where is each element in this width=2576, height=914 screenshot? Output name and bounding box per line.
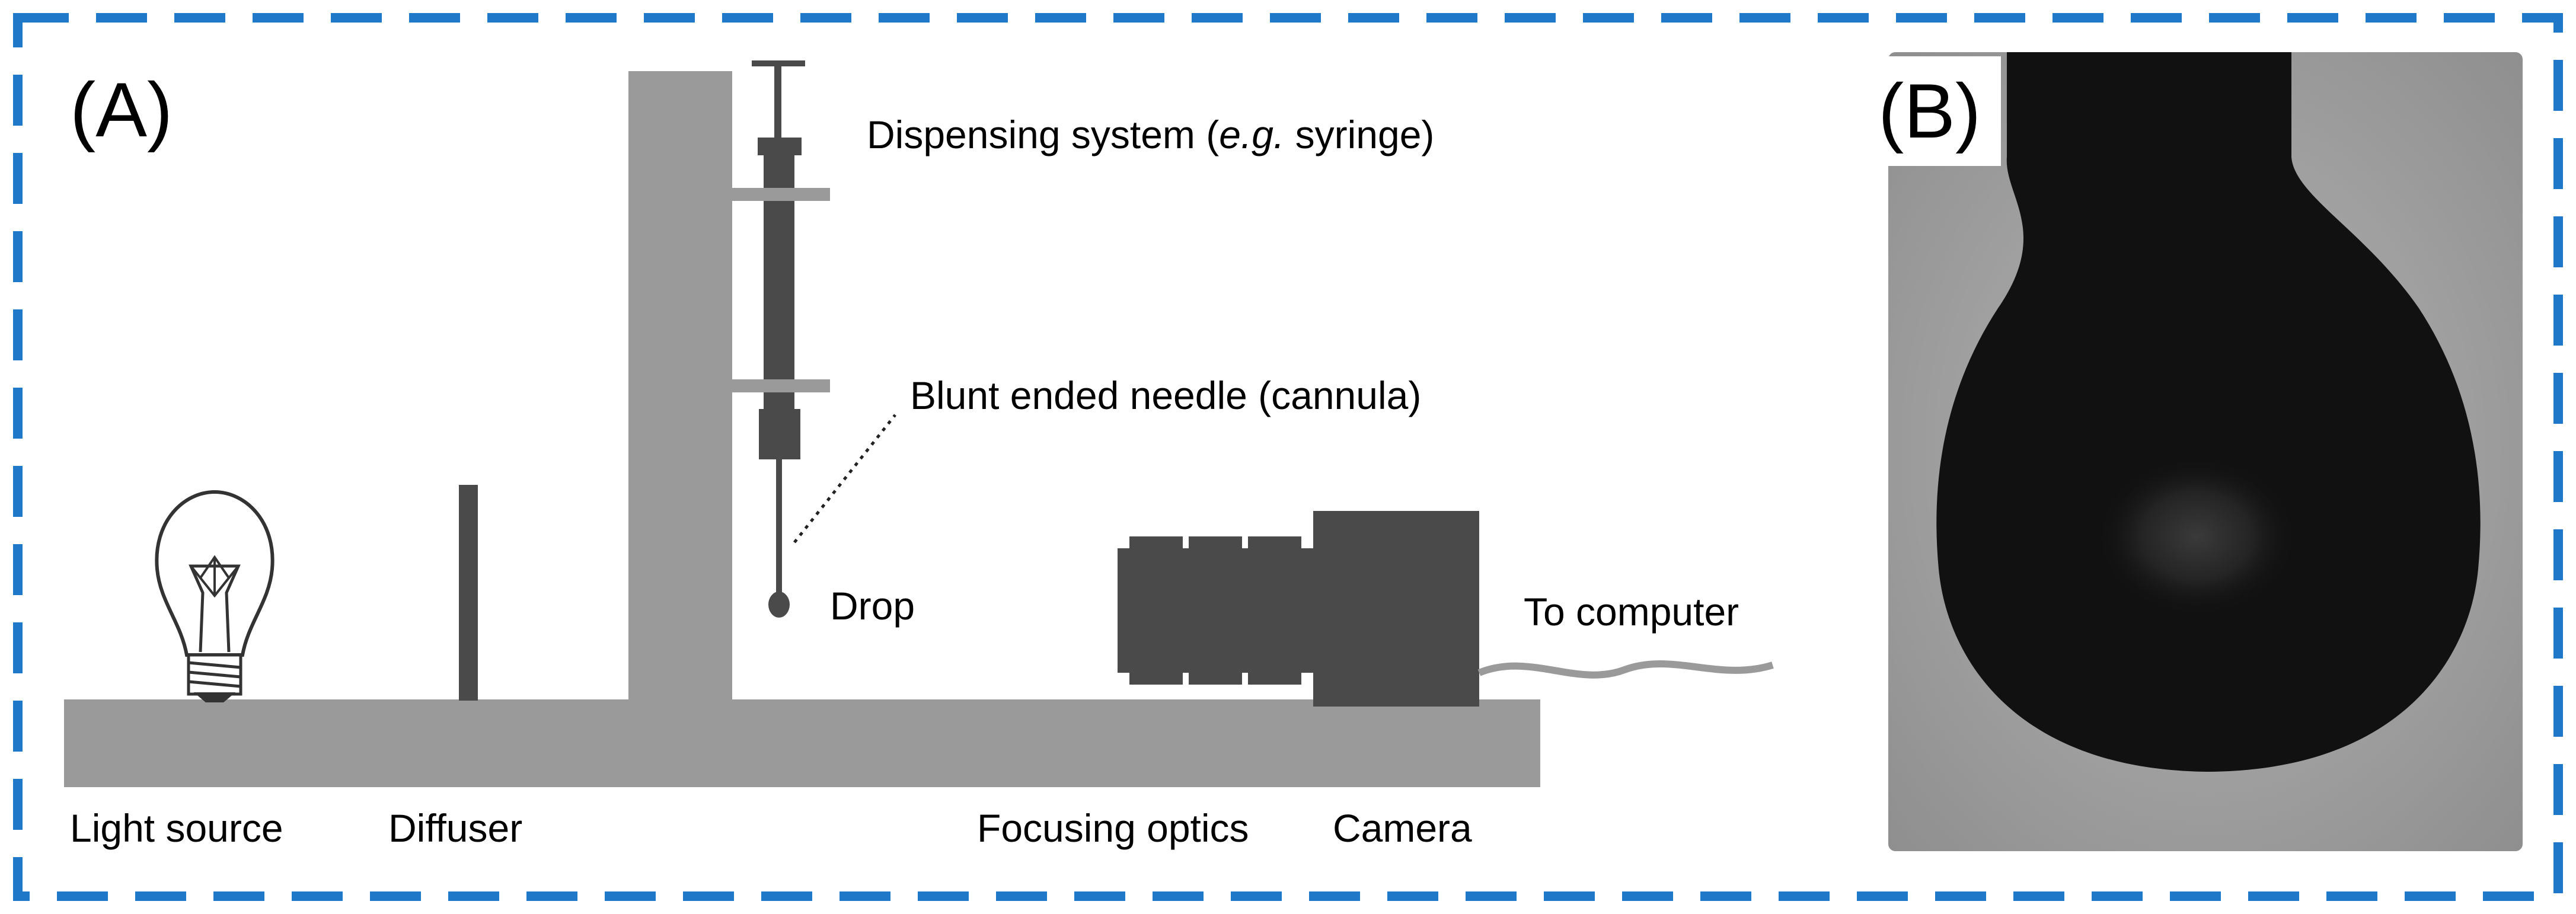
plunger-rod: [774, 64, 781, 147]
clamp-lower: [700, 379, 830, 392]
focusing-optics: [1118, 536, 1313, 685]
syringe: [700, 60, 830, 618]
needle-leader-line: [793, 414, 896, 544]
light-bulb-icon: [155, 490, 274, 702]
panel-b-letter: (B): [1878, 68, 1981, 154]
panel-b-letter-background: [1873, 56, 2001, 166]
diffuser-label: Diffuser: [388, 806, 522, 850]
panel-b: (B): [1873, 52, 2523, 851]
needle-label: Blunt ended needle (cannula): [910, 373, 1421, 417]
drop-internal-reflection: [2096, 456, 2297, 616]
to-computer-label: To computer: [1524, 590, 1739, 634]
light-source-label: Light source: [70, 806, 283, 850]
clamp-upper: [700, 188, 830, 201]
pendant-drop-silhouette: [1936, 52, 2481, 772]
drop-label: Drop: [830, 584, 915, 628]
syringe-hub: [759, 409, 800, 459]
diffuser: [459, 485, 478, 701]
drop: [768, 592, 790, 618]
needle-shaft: [776, 456, 782, 594]
dashed-frame: [13, 13, 2563, 901]
plunger-cap: [752, 60, 805, 66]
panel-a: (A): [64, 60, 1774, 850]
dispensing-system-label: Dispensing system (e.g. syringe): [867, 113, 1434, 156]
camera: [1313, 511, 1479, 707]
focusing-optics-label: Focusing optics: [977, 806, 1249, 850]
bench-base: [64, 699, 1540, 787]
camera-label: Camera: [1333, 806, 1472, 850]
computer-cable: [1477, 660, 1774, 679]
panel-a-letter: (A): [70, 66, 173, 153]
